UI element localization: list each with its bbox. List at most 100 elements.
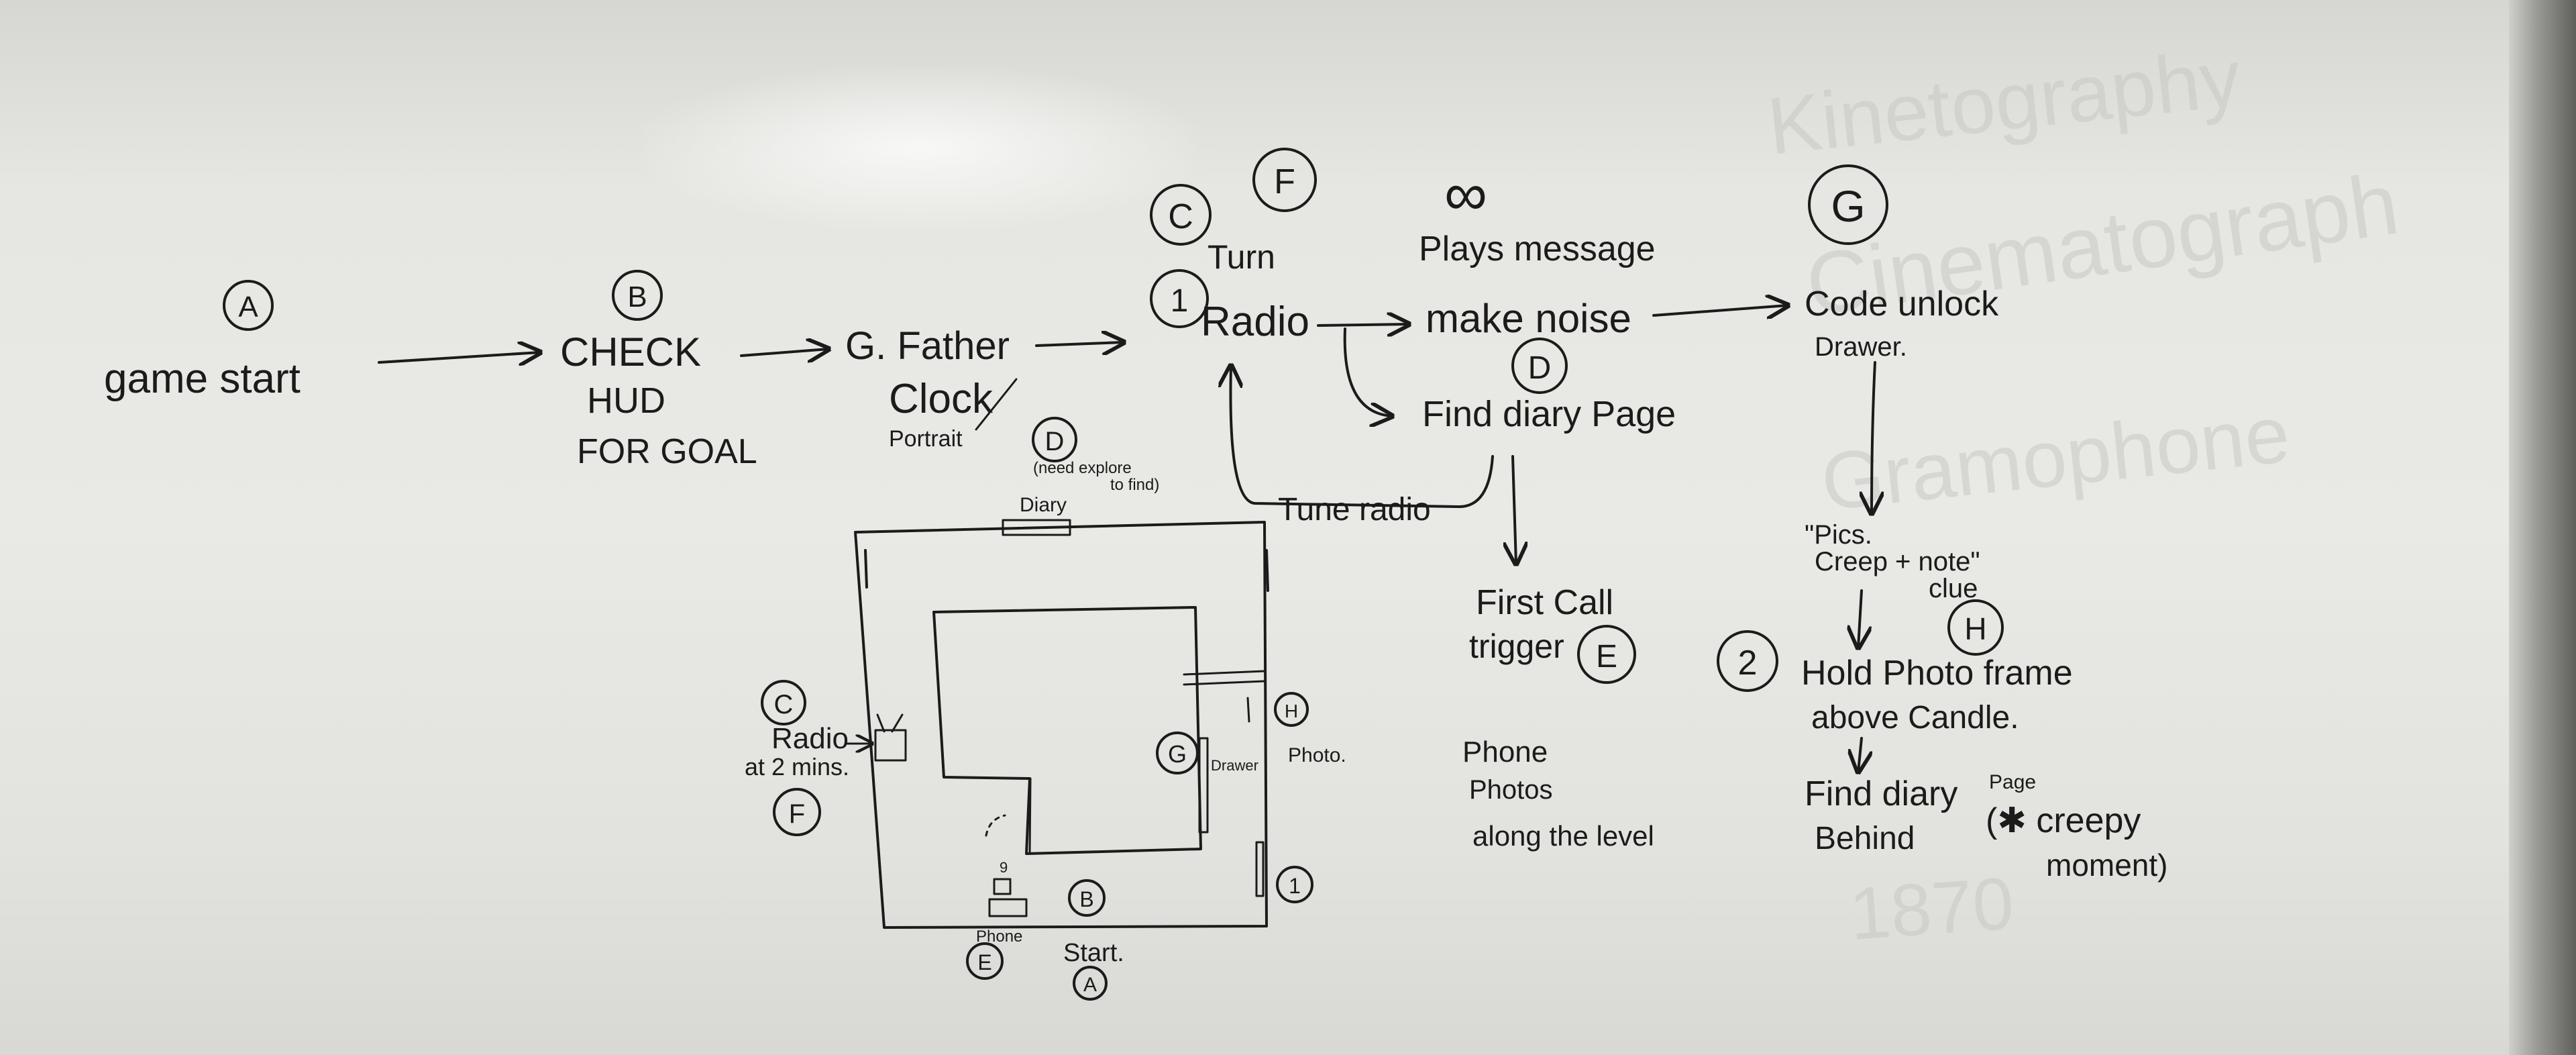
flow-node-pics: "Pics. Creep + note" clue H	[1805, 520, 2004, 656]
flow-arrow	[1230, 366, 1494, 508]
node-circle	[1032, 417, 1077, 462]
map-text: at 2 mins.	[745, 753, 849, 781]
node-letter: C	[1168, 197, 1193, 236]
node-circle	[1276, 866, 1313, 903]
flow-text: Page	[1989, 771, 2036, 793]
flow-text: above Candle.	[1811, 700, 2019, 736]
map-text: Photo.	[1288, 744, 1346, 766]
map-letter: A	[1083, 974, 1097, 996]
flow-text: Plays message	[1419, 230, 1656, 268]
flow-text: along the level	[1472, 820, 1654, 852]
pointer-stroke	[975, 378, 1018, 431]
flow-text: Code unlock	[1805, 285, 1999, 323]
flow-text: "Pics.	[1805, 520, 1872, 550]
floor-map: D (need explore to find) Diary C Radio a…	[745, 417, 1346, 1001]
door-arc	[985, 814, 1006, 837]
ghost-word: Kinetography	[1764, 33, 2245, 172]
flow-text: FOR GOAL	[577, 432, 757, 471]
ghost-word: 1870	[1847, 862, 2017, 956]
wall-door	[1255, 841, 1265, 897]
flow-text: Radio	[1201, 299, 1309, 345]
map-letter: E	[977, 950, 991, 974]
map-text: Radio	[771, 722, 849, 755]
node-circle	[1511, 338, 1568, 394]
node-circle	[1068, 879, 1106, 917]
map-letter: B	[1079, 887, 1093, 911]
node-number: 2	[1738, 644, 1758, 683]
map-number: 1	[1289, 874, 1301, 898]
flow-text: clue	[1929, 574, 1978, 603]
map-letter: D	[1045, 427, 1065, 456]
flow-arrow	[1858, 737, 1862, 772]
inner-room	[932, 606, 1202, 855]
flow-node-phone: Phone Photos along the level	[1462, 736, 1654, 852]
node-circle	[1808, 164, 1888, 245]
flow-node-photo-frame: 2 Hold Photo frame above Candle.	[1717, 630, 2073, 736]
map-letter: H	[1285, 701, 1298, 721]
diary-marker	[1002, 519, 1071, 536]
node-letter: G	[1831, 181, 1865, 231]
phone-box	[993, 878, 1012, 895]
flow-text: Turn	[1208, 238, 1275, 276]
flow-text: game start	[104, 356, 301, 402]
flow-arrow	[1035, 342, 1124, 346]
node-letter: H	[1964, 611, 1986, 646]
node-letter: E	[1596, 639, 1617, 674]
photo-marker	[1246, 697, 1250, 723]
map-text: Diary	[1020, 494, 1067, 516]
radio-antenna	[876, 713, 904, 733]
flow-node-noise: ∞ Plays message make noise	[1419, 161, 1656, 341]
flow-text: moment)	[2046, 848, 2167, 883]
node-circle	[761, 680, 806, 725]
radio-box	[874, 729, 907, 762]
node-circle	[1717, 630, 1778, 692]
wall-stub	[1265, 549, 1269, 592]
flow-arrow	[740, 349, 828, 356]
map-letter: C	[774, 690, 794, 719]
node-letter: D	[1528, 350, 1552, 386]
node-letter: A	[238, 291, 258, 323]
node-circle	[773, 788, 821, 836]
flow-arrow	[1343, 328, 1392, 416]
whiteboard-frame-edge	[2509, 0, 2576, 1055]
flow-node-first-call: First Call trigger E	[1469, 583, 1636, 684]
flow-arrow	[1317, 324, 1409, 325]
flow-text: Creep + note"	[1815, 547, 1980, 576]
flow-text: trigger	[1469, 627, 1564, 665]
phone-table	[988, 898, 1028, 917]
flow-node-b: B CHECK HUD FOR GOAL	[560, 270, 757, 471]
node-circle	[1150, 269, 1209, 328]
shelf-line	[1183, 680, 1266, 686]
flow-text: HUD	[587, 381, 665, 421]
flow-node-radio: 1 C F Turn Radio	[1150, 148, 1317, 345]
flow-node-diary: D Find diary Page	[1422, 338, 1676, 434]
flow-node-diary-behind: Page Find diary Behind (✱ creepy moment)	[1805, 771, 2167, 883]
map-text: to find)	[1110, 476, 1159, 494]
flow-text: CHECK	[560, 330, 701, 374]
infinity-symbol: ∞	[1444, 161, 1487, 228]
flow-node-a: A game start	[104, 280, 301, 402]
flow-arrow	[1858, 589, 1862, 648]
flow-text: First Call	[1476, 583, 1613, 622]
flow-node-code: G Code unlock Drawer.	[1805, 164, 1999, 362]
flow-text: G. Father	[845, 324, 1010, 368]
map-letter: G	[1168, 740, 1187, 768]
ghost-word: Gramophone	[1817, 389, 2294, 527]
flow-node-clock: G. Father Clock Portrait	[845, 324, 1018, 452]
node-circle	[1577, 625, 1636, 684]
node-circle	[223, 280, 274, 331]
flow-text: make noise	[1426, 296, 1631, 341]
light-glare	[644, 67, 1194, 228]
wall-stub	[864, 549, 868, 589]
flow-text: Clock	[889, 376, 994, 422]
flow-arrow	[1513, 455, 1516, 564]
node-circle	[1252, 148, 1317, 212]
flow-text: Find diary	[1805, 774, 1957, 813]
shelf-line	[1183, 670, 1266, 676]
flow-text: Find diary Page	[1422, 394, 1676, 434]
node-number: 1	[1171, 283, 1189, 319]
node-circle	[1073, 966, 1108, 1001]
flow-text: Hold Photo frame	[1801, 654, 2073, 693]
